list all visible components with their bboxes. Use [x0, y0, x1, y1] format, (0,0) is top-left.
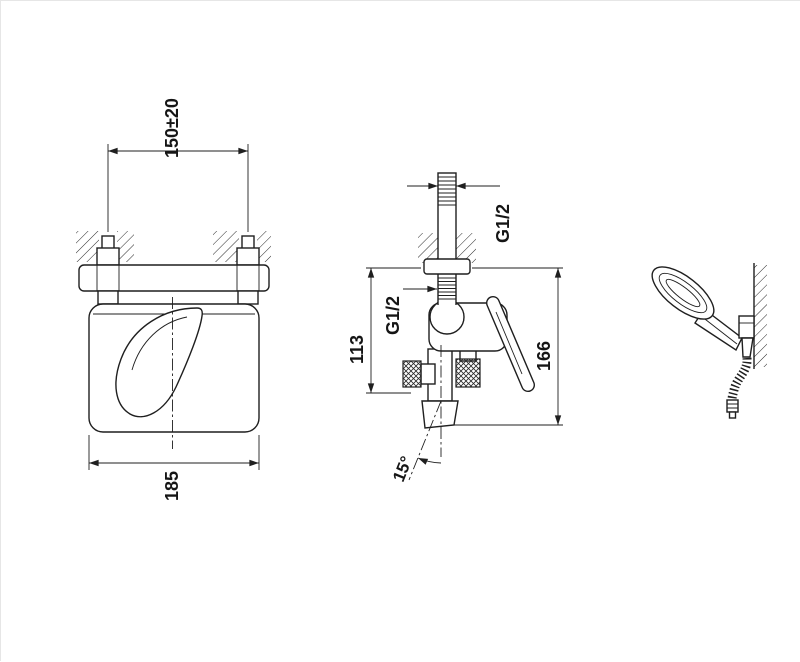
dimension-label-g12-side: G1/2 [383, 296, 403, 335]
escutcheon-side [423, 258, 471, 275]
lever-contour-line [131, 316, 188, 371]
front-view: 150±20 185 [76, 98, 271, 501]
dimension-label-g12-top: G1/2 [493, 204, 513, 243]
escutcheon-seams [96, 265, 260, 291]
hose-fitting-threads [727, 403, 738, 409]
hose-coupling-knurled [402, 360, 422, 388]
wall-bracket [738, 315, 755, 339]
spout-outlet [421, 400, 459, 429]
extension-lines-113 [366, 267, 421, 394]
connector-nut-left [97, 290, 119, 305]
mount-nut-right [236, 247, 260, 266]
hose-stub [420, 363, 436, 385]
thread-lines-upper [438, 176, 456, 206]
shower-head [651, 266, 715, 320]
diverter-knob-knurled [455, 358, 481, 388]
hose-fitting-tip [728, 411, 737, 419]
dimension-label-113: 113 [347, 335, 367, 364]
handle-contour [700, 315, 738, 345]
escutcheon-front [78, 264, 270, 292]
lever-handle-front [115, 307, 203, 418]
mount-nut-left [96, 247, 120, 266]
hand-shower-view [651, 263, 767, 419]
hose-fitting [726, 399, 739, 413]
angle-arc [417, 457, 442, 465]
wall-hatch-shower [754, 265, 767, 367]
dimension-label-185: 185 [162, 471, 182, 501]
shower-hose-ribbed [727, 357, 752, 401]
extension-lines-150 [107, 144, 249, 232]
connector-nut-right [237, 290, 259, 305]
shower-head-face-ring [658, 272, 708, 314]
dimension-label-150: 150±20 [162, 98, 182, 158]
lever-handle-side-fill [487, 297, 534, 391]
dimension-label-166: 166 [534, 341, 554, 371]
thread-lines-lower [438, 277, 456, 300]
angle-reference-line [408, 400, 442, 481]
shower-head-face-inner [665, 278, 701, 308]
inlet-pipe-upper [437, 172, 457, 262]
handle-cone [741, 337, 754, 358]
extension-lines-166 [453, 267, 563, 426]
lever-side-contour [495, 311, 523, 375]
inlet-pipe-lower-fill [438, 273, 456, 305]
valve-boss [429, 299, 465, 335]
